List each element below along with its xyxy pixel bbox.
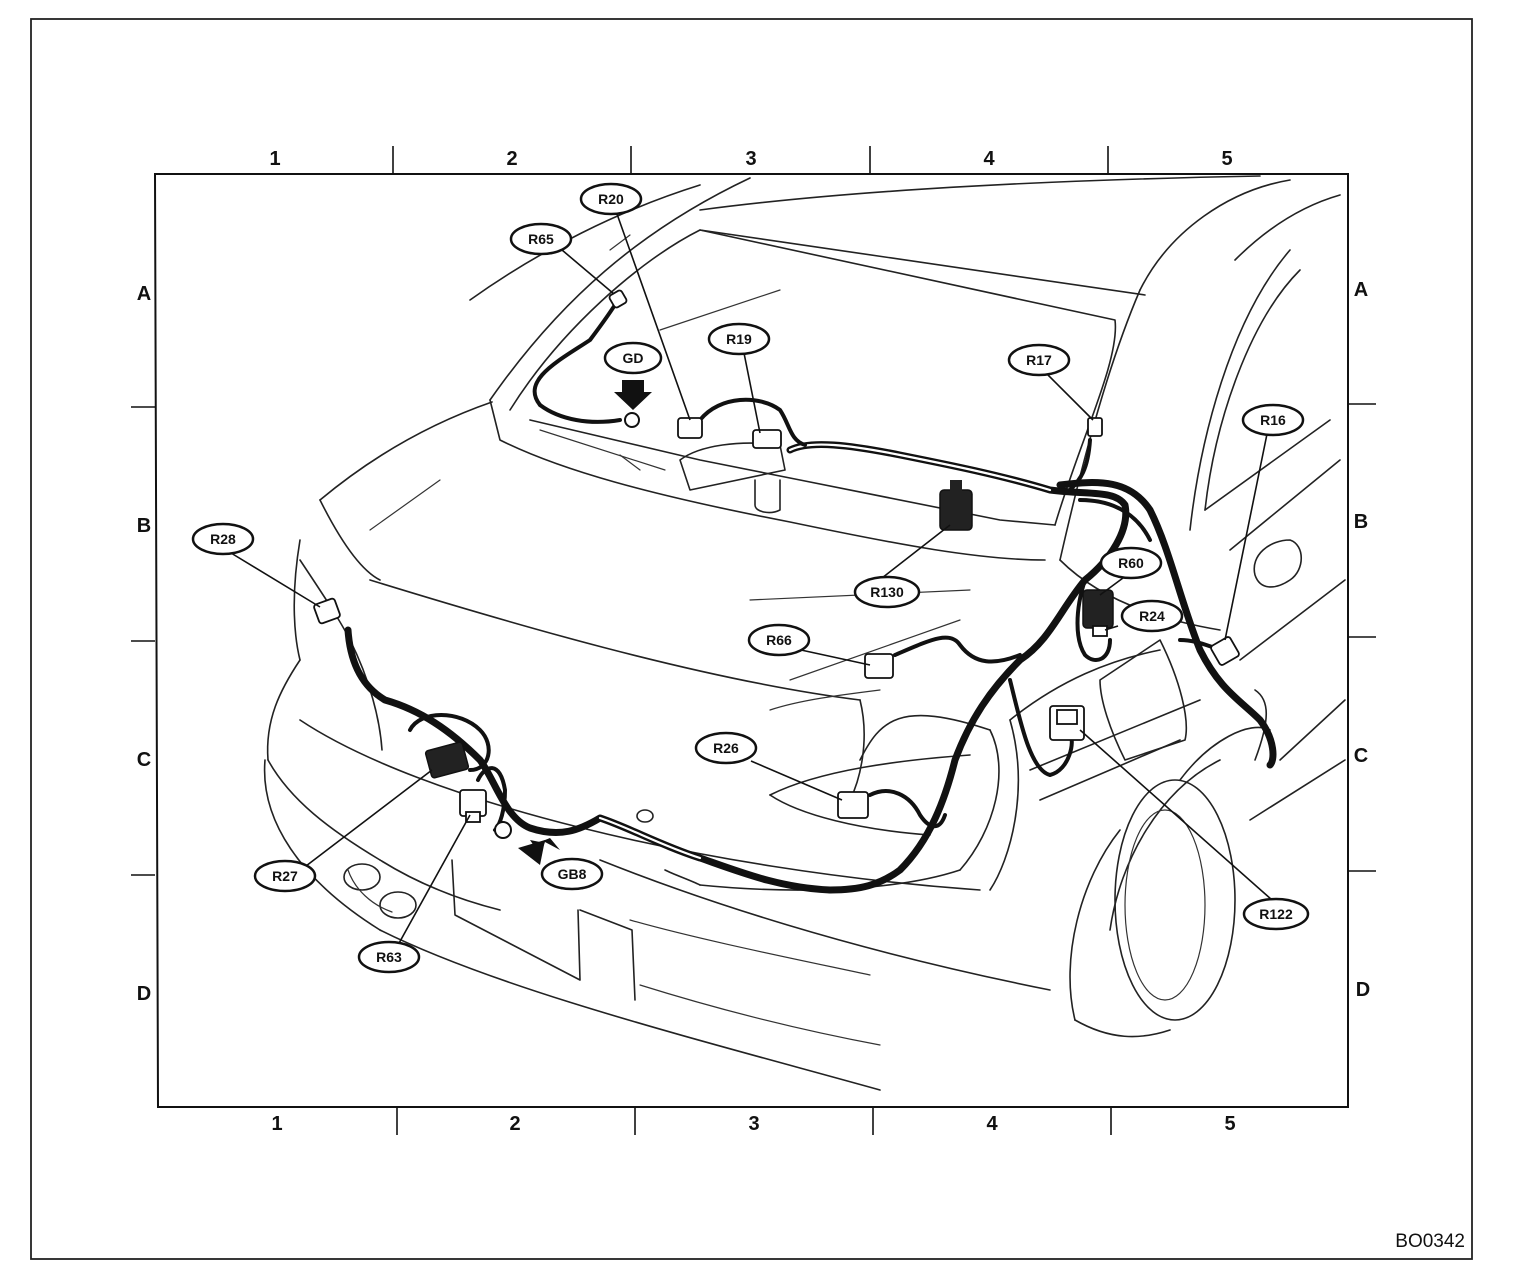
connector-r65[interactable]: R65 (509, 222, 573, 256)
connector-r60-label: R60 (1118, 555, 1144, 571)
connector-r130-label: R130 (870, 584, 904, 600)
connector-r63-label: R63 (376, 949, 402, 965)
connector-r27-label: R27 (272, 868, 298, 884)
connector-r63[interactable]: R63 (357, 940, 421, 974)
connector-r26[interactable]: R26 (694, 731, 758, 765)
col-label-top-1: 1 (269, 148, 280, 170)
connector-gb8-label: GB8 (558, 866, 587, 882)
col-label-bottom-1: 1 (271, 1113, 282, 1135)
col-label-top-5: 5 (1221, 148, 1232, 170)
connector-gd[interactable]: GD (603, 341, 663, 375)
row-label-left-d: D (137, 983, 151, 1005)
row-label-right-d: D (1356, 979, 1370, 1001)
col-label-bottom-4: 4 (986, 1113, 998, 1135)
connector-r17-label: R17 (1026, 352, 1052, 368)
connector-r28-label: R28 (210, 531, 236, 547)
col-label-bottom-2: 2 (509, 1113, 520, 1135)
connector-r17[interactable]: R17 (1007, 343, 1071, 377)
connector-r122-label: R122 (1259, 906, 1293, 922)
connector-r26-label: R26 (713, 740, 739, 756)
connector-gd-label: GD (623, 350, 644, 366)
gd-ground-arrow (614, 380, 652, 410)
connector-gb8[interactable]: GB8 (540, 857, 604, 891)
row-label-right-b: B (1354, 511, 1368, 533)
connector-r130[interactable]: R130 (853, 575, 921, 609)
connector-r60[interactable]: R60 (1099, 546, 1163, 580)
connector-r28[interactable]: R28 (191, 522, 255, 556)
connector-r19[interactable]: R19 (707, 322, 771, 356)
diagram-frame (153, 173, 1349, 1108)
bottom-grid-ticks (396, 1107, 1112, 1135)
connector-r66[interactable]: R66 (747, 623, 811, 657)
col-label-bottom-3: 3 (748, 1113, 759, 1135)
connector-r24[interactable]: R24 (1120, 599, 1184, 633)
wiring-harness (344, 298, 1277, 894)
connector-r20-label: R20 (598, 191, 624, 207)
connector-r16[interactable]: R16 (1241, 403, 1305, 437)
row-label-right-a: A (1354, 279, 1368, 301)
figure-code: BO0342 (1395, 1231, 1465, 1252)
connector-shapes (313, 289, 1240, 865)
connector-r16-label: R16 (1260, 412, 1286, 428)
col-label-bottom-5: 5 (1224, 1113, 1235, 1135)
top-grid-ticks (392, 146, 1109, 174)
connector-r65-label: R65 (528, 231, 554, 247)
col-label-top-2: 2 (506, 148, 517, 170)
col-label-top-4: 4 (983, 148, 995, 170)
connector-r122[interactable]: R122 (1242, 897, 1310, 931)
connector-r66-label: R66 (766, 632, 792, 648)
left-grid-ticks (131, 406, 155, 876)
page-frame (30, 18, 1473, 1260)
col-label-top-3: 3 (745, 148, 756, 170)
row-label-right-c: C (1354, 745, 1368, 767)
row-label-left-a: A (137, 283, 151, 305)
row-label-left-c: C (137, 749, 151, 771)
connector-r20[interactable]: R20 (579, 182, 643, 216)
connector-r24-label: R24 (1139, 608, 1165, 624)
connector-r19-label: R19 (726, 331, 752, 347)
row-label-left-b: B (137, 515, 151, 537)
right-grid-ticks (1348, 403, 1376, 872)
leader-lines (230, 213, 1273, 946)
connector-r27[interactable]: R27 (253, 859, 317, 893)
